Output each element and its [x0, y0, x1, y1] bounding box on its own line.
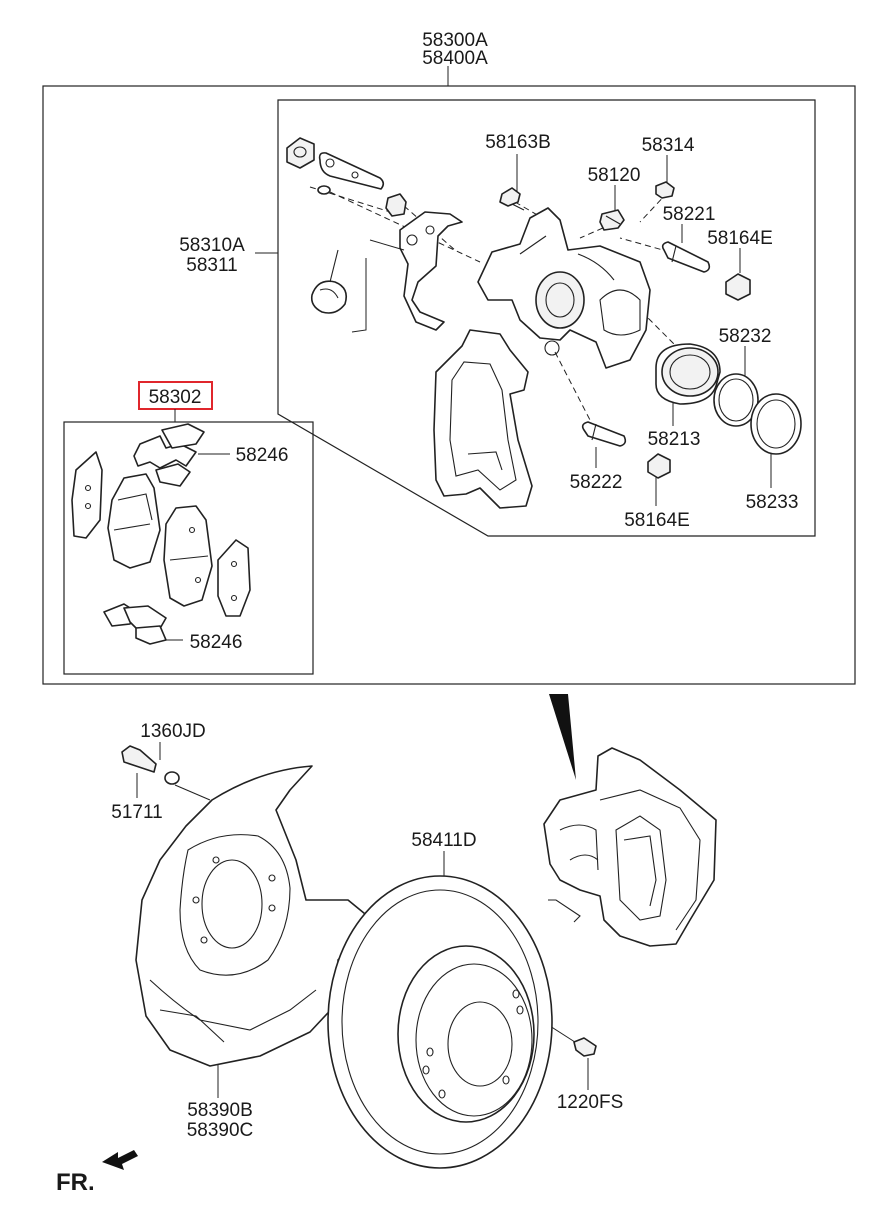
label-pad-kit[interactable]: 58302 [149, 387, 202, 408]
pad-kit-frame [63, 421, 314, 675]
caliper-carrier-icon [433, 329, 533, 509]
label-bolt-bleeder[interactable]: 58163B [485, 132, 551, 153]
pad-clip-upper-icon [133, 435, 197, 469]
label-pad-clip-lower[interactable]: 58246 [190, 632, 243, 653]
label-bolt-shield[interactable]: 51711 [111, 802, 162, 823]
label-disc-screw[interactable]: 1220FS [557, 1092, 624, 1113]
bleeder-bolt-icon [499, 187, 521, 207]
bleeder-cap-icon [655, 181, 675, 199]
assembled-caliper-view [543, 694, 717, 947]
label-guide-rod-lower[interactable]: 58222 [570, 472, 623, 493]
nut-icon [286, 137, 315, 169]
label-assy-1[interactable]: 58300A [422, 30, 488, 51]
brake-pad-inner-icon [107, 473, 161, 569]
washer-icon [164, 771, 180, 785]
piston-seal-icon [713, 373, 759, 427]
view-arrow-icon [549, 694, 576, 780]
caliper-subassembly-frame [277, 99, 816, 537]
label-piston[interactable]: 58213 [648, 429, 701, 450]
bolt-51711-icon [121, 745, 157, 773]
label-dust-cover-2[interactable]: 58390C [187, 1120, 254, 1141]
label-disc[interactable]: 58411D [411, 830, 476, 851]
front-direction-label: FR. [56, 1169, 95, 1196]
label-boot-upper[interactable]: 58164E [707, 228, 773, 249]
label-guide-rod-upper[interactable]: 58221 [663, 204, 716, 225]
label-assy-2[interactable]: 58400A [422, 48, 488, 69]
pad-kit-view [71, 423, 251, 645]
label-caliper-2[interactable]: 58311 [186, 255, 237, 276]
front-direction-arrow-icon [102, 1150, 138, 1170]
label-bolt-washer[interactable]: 1360JD [140, 721, 206, 742]
boot-lower-icon [647, 453, 671, 479]
dust-cover-icon [135, 765, 371, 1067]
label-boot-lower[interactable]: 58164E [624, 510, 690, 531]
assembled-caliper-icon [543, 747, 717, 947]
label-piston-boot[interactable]: 58233 [746, 492, 799, 513]
retaining-pin-icon [318, 152, 385, 190]
anti-rattle-spring-icon [399, 211, 463, 331]
outer-assembly-frame [42, 85, 856, 685]
caliper-exploded-view [286, 137, 802, 509]
boot-upper-icon [725, 273, 751, 301]
frames [42, 85, 856, 685]
label-bleeder-screw[interactable]: 58120 [588, 165, 641, 186]
piston-boot-icon [750, 393, 802, 455]
return-spring-icon [310, 280, 348, 314]
label-piston-seal[interactable]: 58232 [719, 326, 772, 347]
guide-rod-lower-icon [581, 421, 627, 447]
brake-disc-view [327, 875, 597, 1169]
part-labels: 58300A 58400A 58310A 58311 58302 58246 5… [56, 30, 798, 1196]
disc-screw-icon [573, 1037, 597, 1057]
label-dust-cover-1[interactable]: 58390B [187, 1100, 253, 1121]
label-pad-clip-upper[interactable]: 58246 [236, 445, 289, 466]
label-cap-bleeder[interactable]: 58314 [642, 135, 695, 156]
pad-shim-left-icon [71, 451, 103, 539]
dust-cover-view [121, 745, 371, 1067]
guide-rod-upper-icon [661, 241, 711, 273]
pad-shim-right-icon [217, 539, 251, 617]
label-caliper-1[interactable]: 58310A [179, 235, 245, 256]
